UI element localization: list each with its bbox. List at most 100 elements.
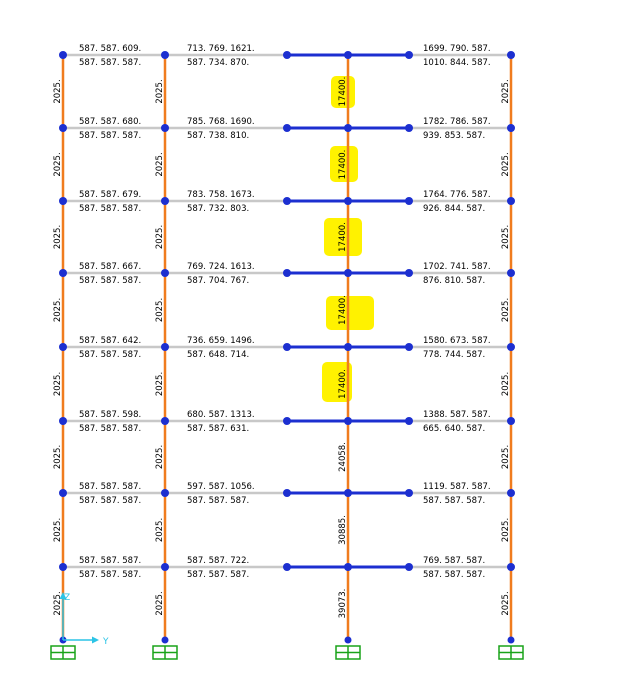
node[interactable] — [507, 197, 515, 205]
node[interactable] — [344, 343, 352, 351]
node[interactable] — [59, 489, 67, 497]
column-force-label: 2025. — [501, 591, 511, 615]
beam-force-label: 587. 704. 767. — [187, 276, 249, 286]
highlight-mark — [326, 296, 374, 330]
node[interactable] — [161, 197, 169, 205]
beam-force-label: 597. 587. 1056. — [187, 482, 255, 492]
node[interactable] — [283, 343, 291, 351]
support-layer — [50, 645, 524, 660]
node[interactable] — [161, 489, 169, 497]
node[interactable] — [161, 51, 169, 59]
support-icon — [498, 645, 524, 660]
node[interactable] — [507, 417, 515, 425]
beam-force-label: 876. 810. 587. — [423, 276, 485, 286]
column-force-label: 2025. — [501, 298, 511, 322]
node[interactable] — [283, 489, 291, 497]
column-force-label: 2025. — [155, 518, 165, 542]
node[interactable] — [405, 563, 413, 571]
node[interactable] — [344, 417, 352, 425]
beam-force-label: 587. 587. 587. — [79, 496, 141, 506]
node[interactable] — [405, 343, 413, 351]
node[interactable] — [507, 51, 515, 59]
node[interactable] — [59, 417, 67, 425]
beam-force-label: 587. 587. 679. — [79, 190, 141, 200]
node[interactable] — [283, 563, 291, 571]
node[interactable] — [405, 197, 413, 205]
node[interactable] — [344, 563, 352, 571]
node[interactable] — [405, 489, 413, 497]
node[interactable] — [405, 417, 413, 425]
beam-force-label: 736. 659. 1496. — [187, 336, 255, 346]
beam-force-label: 1010. 844. 587. — [423, 58, 491, 68]
beam-force-label: 587. 732. 803. — [187, 204, 249, 214]
highlight-mark — [322, 362, 352, 402]
label-layer: 587. 587. 609.587. 587. 587.713. 769. 16… — [53, 44, 511, 618]
node[interactable] — [161, 269, 169, 277]
node[interactable] — [283, 197, 291, 205]
column-force-label: 2025. — [53, 445, 63, 469]
node[interactable] — [283, 417, 291, 425]
node[interactable] — [405, 269, 413, 277]
column-force-label: 17400. — [338, 369, 348, 399]
column-force-label: 2025. — [501, 79, 511, 103]
node[interactable] — [161, 563, 169, 571]
beam-force-label: 587. 587. 587. — [79, 276, 141, 286]
beam-force-label: 783. 758. 1673. — [187, 190, 255, 200]
column-force-label: 2025. — [53, 372, 63, 396]
node[interactable] — [344, 197, 352, 205]
column-force-label: 2025. — [53, 298, 63, 322]
axis-z-label: Z — [64, 593, 70, 603]
node[interactable] — [507, 563, 515, 571]
beam-force-label: 587. 648. 714. — [187, 350, 249, 360]
node[interactable] — [344, 124, 352, 132]
node[interactable] — [59, 343, 67, 351]
node[interactable] — [507, 489, 515, 497]
column-force-label: 17400. — [338, 77, 348, 107]
node[interactable] — [283, 269, 291, 277]
node[interactable] — [59, 124, 67, 132]
highlight-mark — [324, 218, 362, 256]
node[interactable] — [59, 51, 67, 59]
node[interactable] — [405, 51, 413, 59]
beam-force-label: 587. 587. 722. — [187, 556, 249, 566]
column-force-label: 17400. — [338, 150, 348, 180]
node[interactable] — [507, 269, 515, 277]
column-force-label: 2025. — [155, 79, 165, 103]
column-force-label: 2025. — [155, 591, 165, 615]
beam-force-label: 587. 587. 587. — [423, 496, 485, 506]
beam-force-label: 587. 587. 642. — [79, 336, 141, 346]
column-force-label: 2025. — [53, 152, 63, 176]
node[interactable] — [344, 489, 352, 497]
node[interactable] — [344, 51, 352, 59]
node[interactable] — [59, 197, 67, 205]
base-node[interactable] — [507, 636, 515, 644]
beam-force-label: 587. 587. 587. — [79, 204, 141, 214]
node[interactable] — [507, 124, 515, 132]
node[interactable] — [59, 563, 67, 571]
column-force-label: 17400. — [338, 295, 348, 325]
beam-force-label: 769. 587. 587. — [423, 556, 485, 566]
node[interactable] — [59, 269, 67, 277]
beam-force-label: 926. 844. 587. — [423, 204, 485, 214]
beam-force-label: 587. 587. 587. — [79, 424, 141, 434]
column-force-label: 17400. — [338, 222, 348, 252]
beam-force-label: 587. 587. 587. — [79, 350, 141, 360]
node[interactable] — [161, 343, 169, 351]
beam-force-label: 587. 587. 680. — [79, 117, 141, 127]
base-node[interactable] — [161, 636, 169, 644]
axis-triad-icon: YZ — [59, 592, 109, 647]
node[interactable] — [283, 51, 291, 59]
base-node[interactable] — [344, 636, 352, 644]
column-force-label: 2025. — [501, 152, 511, 176]
beam-force-label: 587. 587. 587. — [79, 482, 141, 492]
beam-force-label: 587. 587. 587. — [187, 570, 249, 580]
column-force-label: 2025. — [155, 298, 165, 322]
node[interactable] — [507, 343, 515, 351]
node[interactable] — [161, 417, 169, 425]
node[interactable] — [283, 124, 291, 132]
beam-force-label: 587. 587. 587. — [187, 496, 249, 506]
node[interactable] — [344, 269, 352, 277]
node[interactable] — [405, 124, 413, 132]
node[interactable] — [161, 124, 169, 132]
column-force-label: 2025. — [53, 518, 63, 542]
